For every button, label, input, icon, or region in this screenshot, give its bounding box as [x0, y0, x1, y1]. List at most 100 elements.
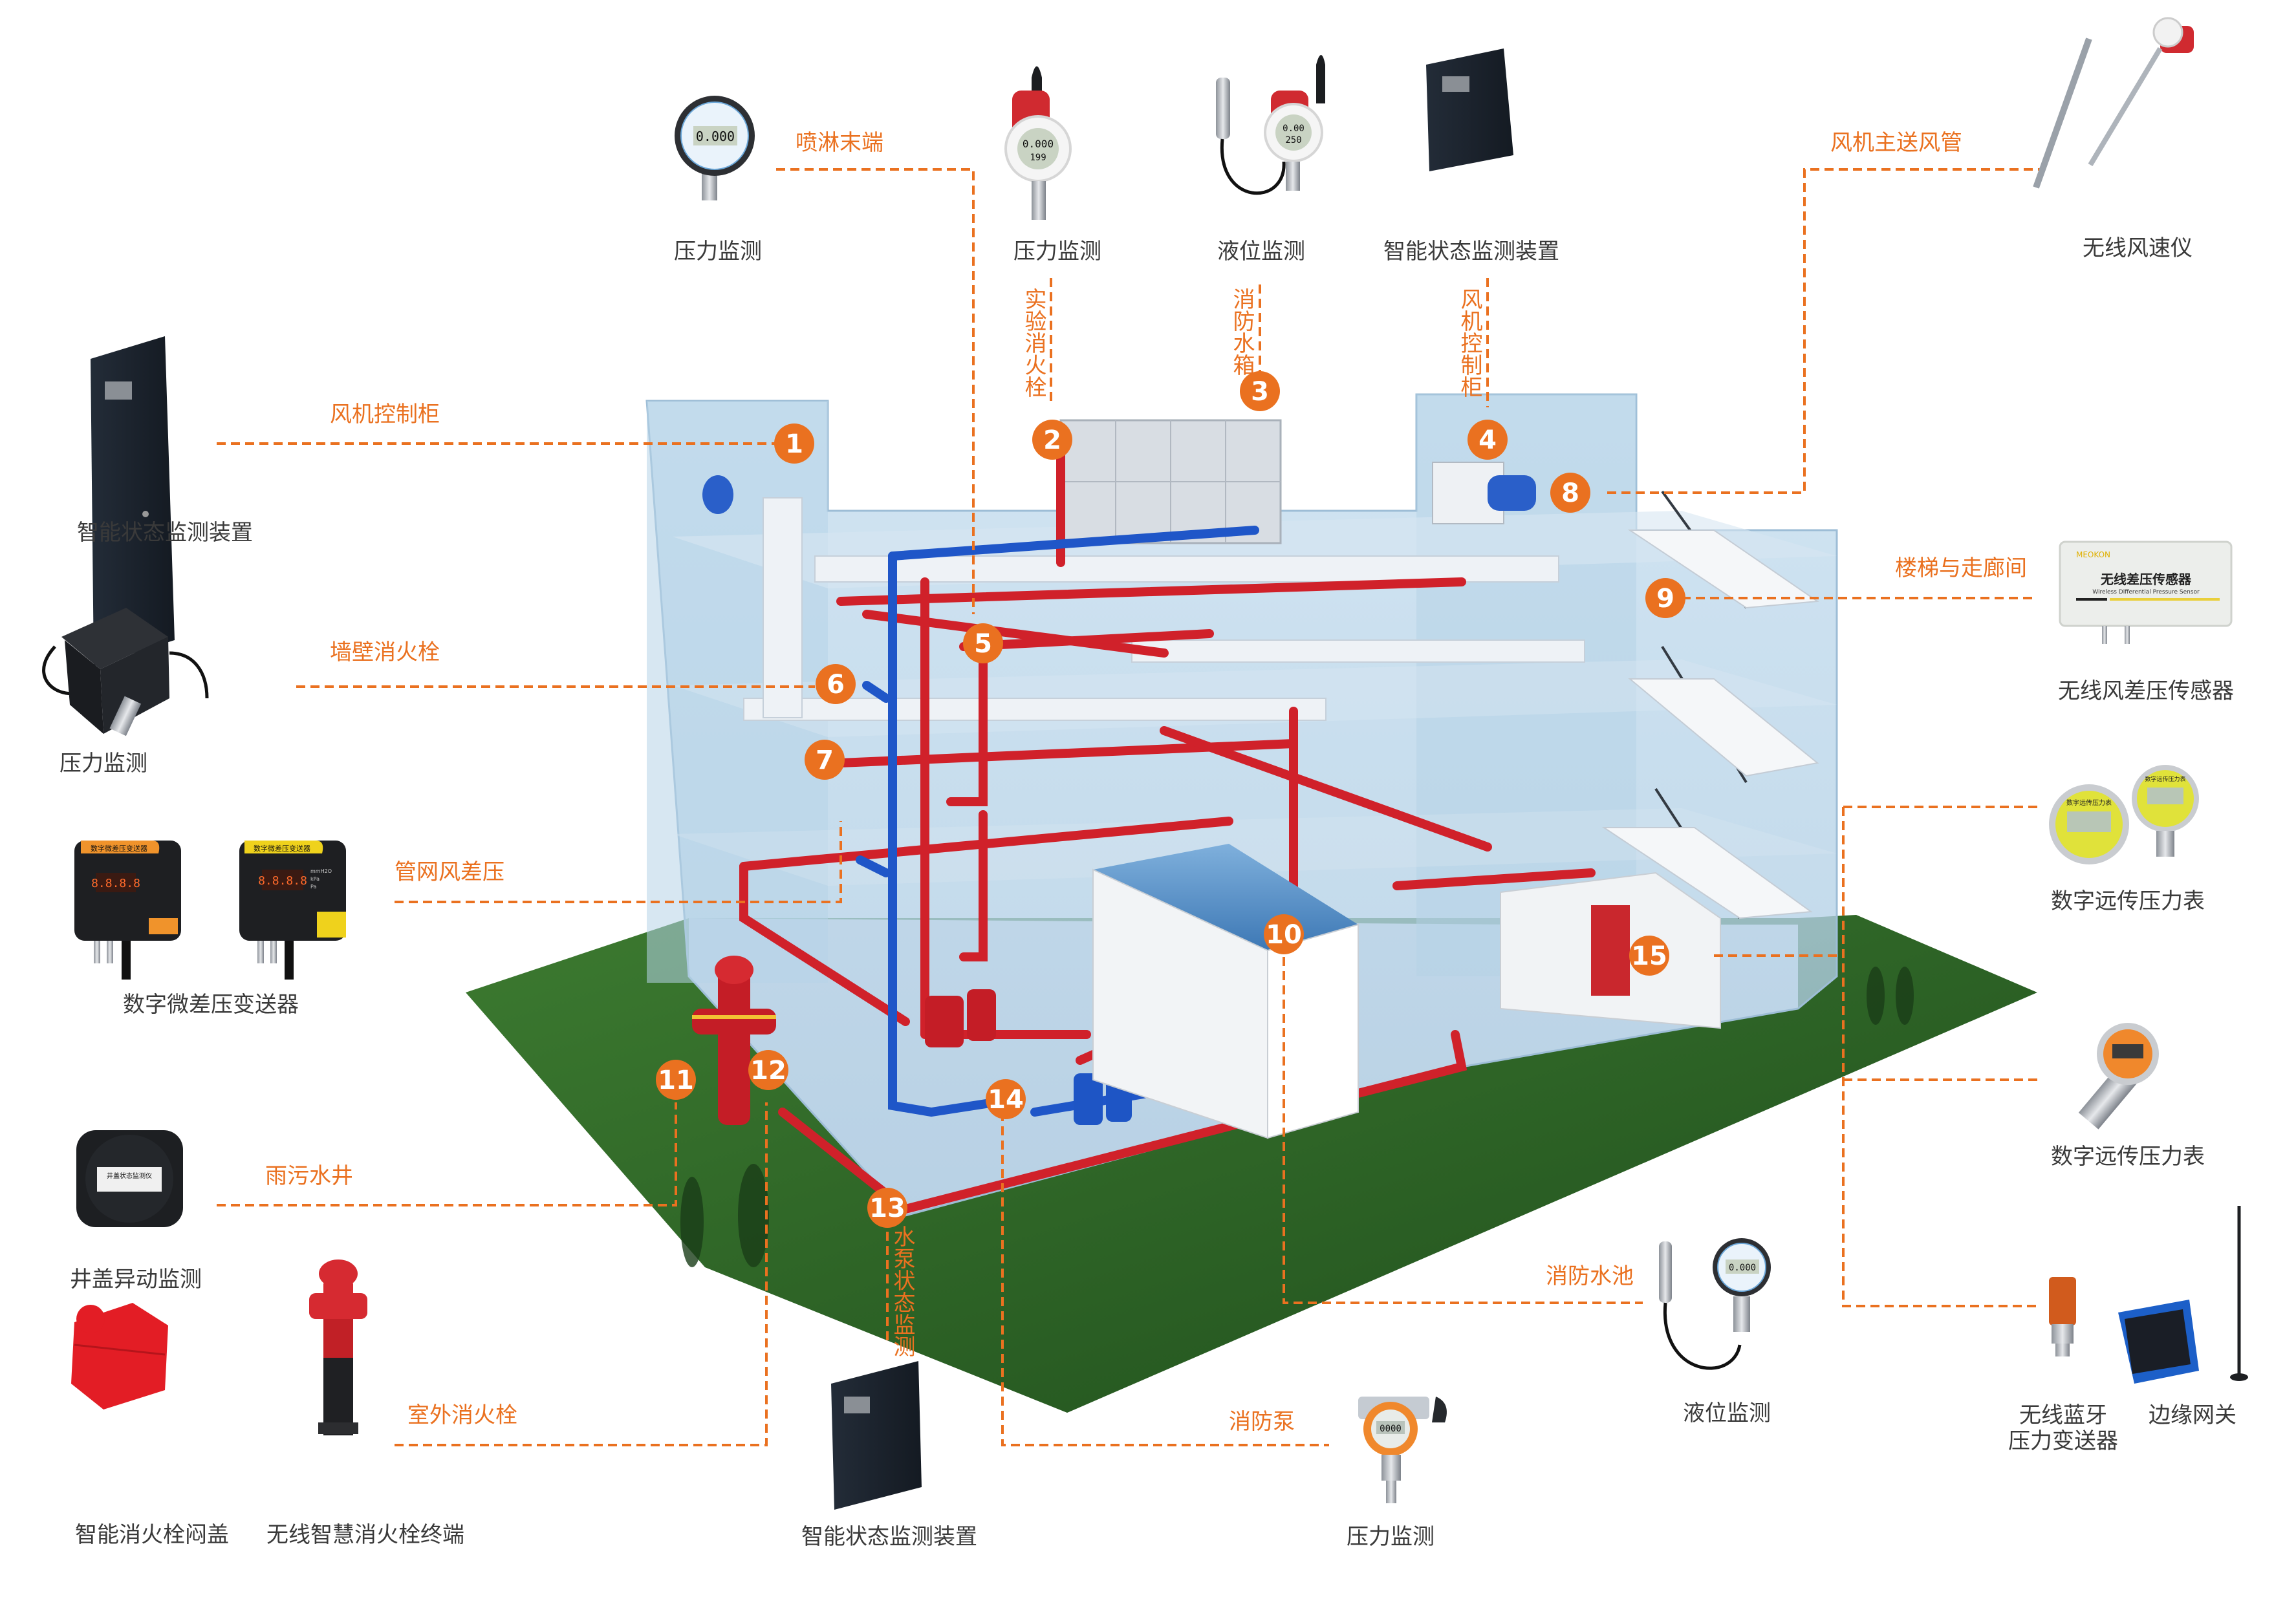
leader-lines: [217, 168, 2044, 1446]
device-diff-pressure-transmitters[interactable]: 数字微差压变送器 8.8.8.8 数字微差压变送器 8.8.8.8 mmH2O …: [74, 841, 346, 1018]
air-ducts: [743, 497, 1585, 721]
svg-text:8.8.8.8: 8.8.8.8: [258, 874, 307, 888]
device-manhole-monitor[interactable]: 井盖状态监测仪 井盖异动监测: [70, 1130, 202, 1292]
staircase: [1601, 490, 1819, 919]
label-fan-main-duct: 风机主送风管: [1830, 130, 1962, 156]
device-edge-gateway[interactable]: 边缘网关: [2118, 1206, 2248, 1428]
label-pressure-pump: 压力监测: [1347, 1524, 1435, 1550]
svg-text:数字远传压力表: 数字远传压力表: [2145, 775, 2185, 783]
device-remote-gauges-1[interactable]: 数字远传压力表 数字远传压力表 数字远传压力表: [2049, 765, 2205, 914]
diff-transmitter-yellow: 数字微差压变送器 8.8.8.8 mmH2O kPa Pa: [239, 841, 346, 980]
fire-pool: [1092, 844, 1359, 1139]
left-fan: [702, 475, 733, 514]
svg-text:kPa: kPa: [310, 876, 319, 882]
label-fan-control-cabinet: 风机控制柜: [330, 402, 440, 427]
badge-4[interactable]: 4: [1467, 420, 1508, 460]
roof-water-tank: [1059, 419, 1282, 544]
label-remote-gauge-1: 数字远传压力表: [2051, 888, 2205, 914]
label-wall-pressure: 压力监测: [60, 751, 147, 777]
device-air-diff-sensor[interactable]: MEOKON 无线差压传感器 Wireless Differential Pre…: [2058, 541, 2234, 704]
gas-suppression-room: [1500, 872, 1721, 1029]
label-bt-transmitter-line2: 压力变送器: [2008, 1428, 2118, 1454]
device-pressure-gauge-top[interactable]: 0.000 压力监测: [674, 96, 762, 264]
svg-text:无线差压传感器: 无线差压传感器: [2101, 572, 2192, 587]
device-hydrant-cap[interactable]: 智能消火栓闷盖: [71, 1303, 229, 1548]
diff-transmitter-orange: 数字微差压变送器 8.8.8.8: [74, 841, 181, 980]
badge-5[interactable]: 5: [963, 623, 1003, 663]
svg-text:0.000: 0.000: [1023, 138, 1054, 150]
svg-text:4: 4: [1478, 425, 1497, 455]
svg-text:12: 12: [750, 1056, 786, 1086]
badge-9[interactable]: 9: [1645, 578, 1685, 618]
label-hydrant-cap: 智能消火栓闷盖: [75, 1522, 229, 1548]
svg-text:7: 7: [816, 745, 834, 775]
svg-text:Wireless Differential Pressure: Wireless Differential Pressure Sensor: [2092, 589, 2200, 595]
svg-text:8: 8: [1561, 478, 1579, 508]
device-level-bottom[interactable]: 0.000 液位监测: [1659, 1238, 1771, 1426]
badge-10[interactable]: 10: [1264, 914, 1304, 954]
svg-text:0.000: 0.000: [1729, 1263, 1756, 1273]
svg-text:15: 15: [1631, 941, 1667, 971]
label-air-diff-sensor: 无线风差压传感器: [2058, 678, 2234, 704]
svg-text:11: 11: [658, 1066, 694, 1095]
badge-7[interactable]: 7: [805, 740, 845, 780]
roof-fan: [1488, 475, 1536, 511]
device-anemometer[interactable]: 无线风速仪: [1956, 17, 2194, 261]
device-pressure-pump[interactable]: 0000 压力监测: [1347, 1397, 1447, 1550]
label-sprinkler-end: 喷淋末端: [796, 130, 883, 156]
label-fire-water-tank: 消防水箱: [1229, 288, 1255, 376]
svg-text:数字微差压变送器: 数字微差压变送器: [254, 844, 310, 853]
badge-15[interactable]: 15: [1629, 936, 1669, 976]
badge-8[interactable]: 8: [1550, 473, 1590, 513]
svg-text:井盖状态监测仪: 井盖状态监测仪: [107, 1172, 152, 1180]
fire-pump-set: [925, 989, 996, 1047]
badge-3[interactable]: 3: [1240, 371, 1280, 411]
badge-13[interactable]: 13: [867, 1188, 907, 1228]
svg-text:0.000: 0.000: [696, 129, 735, 144]
label-pressure-transmitter: 压力监测: [1013, 239, 1101, 264]
badge-11[interactable]: 11: [656, 1060, 696, 1100]
label-outdoor-hydrant: 室外消火栓: [407, 1402, 517, 1428]
callout-badges: 1 2 3 4 5 6 7 8 9 10 11 12 13 14 15: [656, 371, 1685, 1228]
label-cabinet-left: 智能状态监测装置: [77, 520, 253, 546]
badge-14[interactable]: 14: [986, 1079, 1026, 1119]
label-storm-sewer-well: 雨污水井: [265, 1163, 353, 1189]
svg-text:10: 10: [1266, 920, 1302, 950]
device-hydrant-terminal[interactable]: 无线智慧消火栓终端: [266, 1260, 464, 1548]
svg-text:数字远传压力表: 数字远传压力表: [2066, 799, 2112, 807]
svg-text:14: 14: [988, 1085, 1024, 1115]
people-silhouettes: [680, 967, 1914, 1267]
label-fan-control-cabinet-vertical: 风机控制柜: [1457, 288, 1482, 398]
svg-text:199: 199: [1030, 153, 1046, 163]
label-level-bottom: 液位监测: [1683, 1400, 1771, 1426]
badge-12[interactable]: 12: [748, 1050, 788, 1090]
badge-2[interactable]: 2: [1032, 420, 1072, 460]
badge-6[interactable]: 6: [816, 664, 856, 704]
svg-text:2: 2: [1043, 425, 1061, 455]
svg-text:1: 1: [785, 429, 803, 459]
device-wall-pressure-box[interactable]: 压力监测: [42, 608, 209, 777]
svg-text:MEOKON: MEOKON: [2076, 550, 2110, 559]
label-fire-pump: 消防泵: [1229, 1409, 1295, 1435]
device-cabinet-bottom[interactable]: 智能状态监测装置: [801, 1361, 977, 1550]
device-remote-gauge-2[interactable]: 数字远传压力表: [2051, 1023, 2205, 1170]
svg-text:3: 3: [1251, 377, 1269, 407]
label-hydrant-terminal: 无线智慧消火栓终端: [266, 1522, 464, 1548]
label-manhole-monitor: 井盖异动监测: [70, 1267, 202, 1292]
device-pressure-transmitter-top[interactable]: 0.000 199 压力监测: [1004, 66, 1101, 265]
label-wall-hydrant: 墙壁消火栓: [330, 639, 440, 665]
label-pipe-air-diff-pressure: 管网风差压: [395, 859, 504, 885]
svg-text:数字微差压变送器: 数字微差压变送器: [91, 844, 147, 853]
badge-1[interactable]: 1: [774, 423, 814, 464]
device-cabinet-left[interactable]: 智能状态监测装置: [77, 336, 253, 666]
label-diff-pressure-transmitter: 数字微差压变送器: [123, 992, 299, 1018]
label-cabinet-bottom: 智能状态监测装置: [801, 1524, 977, 1550]
label-edge-gateway: 边缘网关: [2149, 1402, 2236, 1428]
device-bt-transmitter[interactable]: 无线蓝牙 压力变送器: [2008, 1277, 2118, 1454]
device-level-top[interactable]: 0.00 250 液位监测: [1216, 55, 1325, 264]
label-remote-gauge-2: 数字远传压力表: [2051, 1144, 2205, 1170]
label-cabinet-top: 智能状态监测装置: [1383, 239, 1559, 264]
label-level-top: 液位监测: [1217, 239, 1305, 264]
device-cabinet-top[interactable]: 智能状态监测装置: [1383, 48, 1559, 264]
svg-text:Pa: Pa: [310, 884, 316, 890]
